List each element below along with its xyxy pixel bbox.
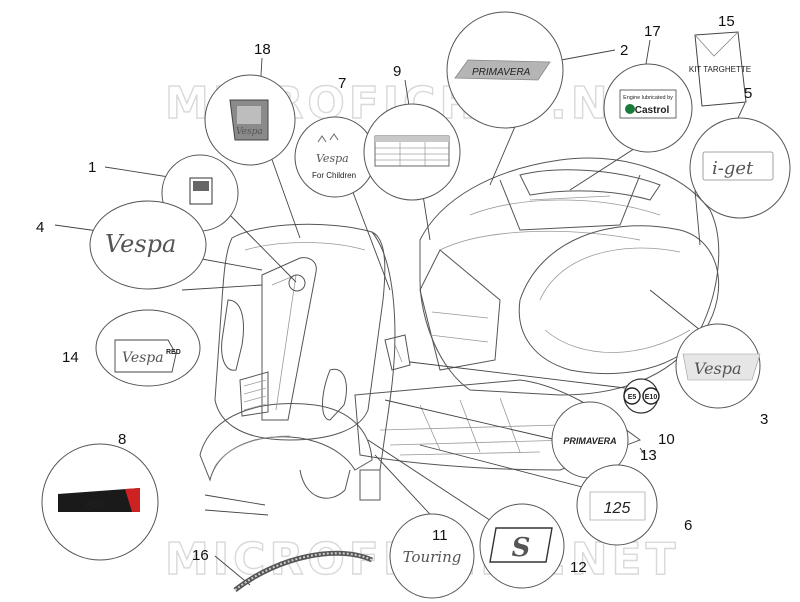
part-17-lubricated-text: Engine lubricated by <box>623 95 673 101</box>
part-15-kit-text: KIT TARGHETTE <box>689 65 751 74</box>
part-18-bubble: Vespa <box>204 74 296 166</box>
callout-4: 4 <box>36 219 44 236</box>
part-10-e10: E10 <box>645 394 658 401</box>
callout-10: 10 <box>658 431 675 448</box>
part-12-bubble: S <box>479 503 565 589</box>
part-14-red-text: RED <box>166 349 181 356</box>
callout-11: 11 <box>432 527 448 544</box>
part-6-bubble: 125 <box>576 464 658 546</box>
callout-9: 9 <box>393 63 401 80</box>
part-4-vespa-text: Vespa <box>105 230 176 258</box>
part-5-iget-text: i-get <box>712 158 754 179</box>
part-4-bubble: Vespa <box>89 200 207 290</box>
part-11-touring-text: Touring <box>403 548 462 566</box>
part-6-engine-size: 125 <box>604 500 631 517</box>
part-7-vespa-text: Vespa <box>316 152 349 165</box>
callout-6: 6 <box>684 517 692 534</box>
part-7-bubble: Vespa For Children <box>294 116 376 198</box>
callout-3: 3 <box>760 411 768 428</box>
callout-12: 12 <box>570 559 587 576</box>
part-10-badge: E5 E10 <box>623 378 660 414</box>
callout-1: 1 <box>88 159 96 176</box>
callout-13: 13 <box>640 447 657 464</box>
callout-2: 2 <box>620 42 628 59</box>
part-17-bubble: Engine lubricated by Castrol <box>603 63 693 153</box>
part-9-bubble <box>363 103 461 201</box>
part-18-vespa-text: Vespa <box>236 127 263 137</box>
part-8-abs-text: ABS <box>86 499 104 509</box>
part-2-primavera-text: PRIMAVERA <box>472 67 531 78</box>
callout-15: 15 <box>718 13 735 30</box>
callout-17: 17 <box>644 23 661 40</box>
part-16-trim-strip <box>233 550 374 592</box>
part-10-e5: E5 <box>628 394 637 401</box>
part-11-bubble: Touring <box>389 513 475 599</box>
part-17-castrol-brand: Castrol <box>635 105 670 116</box>
part-15-kit: KIT TARGHETTE <box>689 31 751 107</box>
part-13-primavera-text: PRIMAVERA <box>563 436 616 446</box>
callout-numbers: 1 2 3 4 5 6 7 8 9 10 11 12 13 14 15 16 1… <box>36 13 768 576</box>
part-2-bubble: PRIMAVERA <box>446 11 564 129</box>
callout-5: 5 <box>744 85 752 102</box>
part-7-for-children: For Children <box>312 171 356 180</box>
part-3-bubble: Vespa <box>675 323 761 409</box>
part-3-vespa-text: Vespa <box>694 359 742 378</box>
part-14-bubble: Vespa RED <box>95 309 201 387</box>
part-12-s-text: S <box>512 533 531 563</box>
callout-18: 18 <box>254 41 271 58</box>
part-5-bubble: i-get <box>689 117 791 219</box>
callout-14: 14 <box>62 349 79 366</box>
part-8-bubble: ABS <box>41 443 159 561</box>
callout-16: 16 <box>192 547 209 564</box>
callout-7: 7 <box>338 75 346 92</box>
callout-8: 8 <box>118 431 126 448</box>
part-14-vespa-text: Vespa <box>122 350 164 366</box>
